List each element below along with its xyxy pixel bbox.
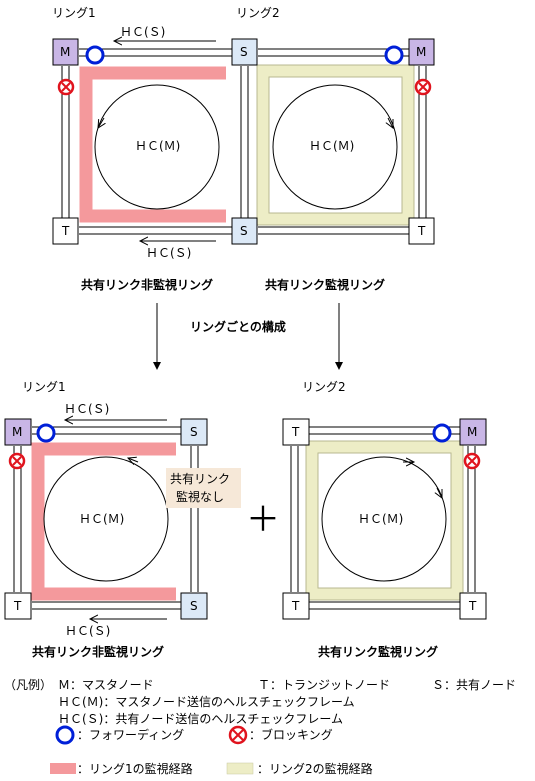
node-s-top-label: S: [240, 45, 248, 59]
legend-prefix: （凡例）: [4, 678, 53, 692]
ring2-caption-bottom: 共有リンク監視リング: [318, 645, 439, 659]
ring1-title-top: リング1: [52, 6, 96, 20]
top-ring-links: [61, 48, 427, 235]
blocking-port-icon: [8, 452, 26, 470]
hc-m-circle-ring1: [94, 84, 220, 210]
node-shared-top: [231, 38, 258, 66]
ring2-monitoring-path-top: [257, 65, 414, 225]
ring2-monitoring-path-bottom: [306, 441, 463, 600]
legend-forwarding: ：フォワーディング: [77, 728, 185, 742]
no-monitor-note-line1: 共有リンク: [170, 472, 231, 486]
node-m2-label: M: [416, 45, 427, 59]
node-s-bottom-label: S: [190, 599, 198, 613]
no-monitor-note-bg: [166, 468, 241, 508]
blocking-legend-icon: [228, 725, 248, 745]
node-transit-bottom-left: [282, 592, 310, 620]
hc-s-label-bottom-bottomleft: ＨＣ(Ｓ): [65, 624, 111, 638]
legend-t-def: Ｔ：トランジットノード: [258, 678, 391, 692]
node-transit-top: [282, 418, 310, 446]
node-t-bl-label: T: [292, 599, 300, 613]
ring2-title-bottom: リング2: [302, 380, 346, 394]
no-monitor-note-line2: 監視なし: [176, 490, 225, 504]
forwarding-port-icon: [85, 45, 105, 65]
node-transit-ring1: [52, 217, 79, 245]
blocking-port-icon: [57, 78, 75, 96]
bottom-ring2: [282, 418, 487, 620]
hc-m-label-bottomright: ＨＣ(Ｍ): [358, 512, 404, 526]
forwarding-port-icon: [384, 45, 404, 65]
node-transit-bottom-right: [459, 592, 487, 620]
legend-ring1-path: ：リング1の監視経路: [77, 762, 193, 776]
node-transit: [4, 592, 32, 620]
forwarding-legend-icon: [55, 725, 75, 745]
top-combined-ring: [52, 38, 435, 245]
node-transit-ring2: [408, 217, 435, 245]
node-shared-bottom: [180, 592, 208, 620]
split-caption: リングごとの構成: [190, 320, 286, 334]
node-master: [459, 418, 487, 446]
ring1-caption-bottom: 共有リンク非監視リング: [32, 645, 165, 659]
forwarding-port-icon: [432, 423, 452, 443]
bottom-ring1: [4, 418, 241, 620]
node-s-bottom-label: S: [240, 224, 248, 238]
node-shared-bottom: [231, 217, 258, 245]
node-t2-label: T: [418, 224, 426, 238]
hc-s-label-bottom: ＨＣ(Ｓ): [146, 246, 192, 260]
legend-blocking: ：ブロッキング: [249, 728, 333, 742]
ring1-monitoring-path-bottom: [31, 442, 176, 601]
node-s-top-label: S: [190, 425, 198, 439]
node-t1-label: T: [62, 224, 70, 238]
node-master-ring2: [408, 38, 435, 66]
ring1-caption-top: 共有リンク非監視リング: [81, 278, 214, 292]
legend: [50, 725, 254, 775]
blocking-port-icon: [463, 452, 481, 470]
legend-ring2-path: ：リング2の監視経路: [257, 762, 373, 776]
blocking-port-icon: [414, 78, 432, 96]
hc-s-label-top: ＨＣ(Ｓ): [120, 25, 166, 39]
node-t-top-label: T: [292, 425, 300, 439]
legend-m-def: Ｍ：マスタノード: [58, 678, 154, 692]
node-master: [4, 418, 32, 446]
legend-hcm-def: ＨＣ(Ｍ)：マスタノード送信のヘルスチェックフレーム: [58, 695, 355, 709]
ring1-title-bottom: リング1: [22, 380, 66, 394]
node-shared-top: [180, 418, 208, 446]
plus-sign: ＋: [246, 500, 280, 540]
node-m1-label: M: [60, 45, 71, 59]
ring2-caption-top: 共有リンク監視リング: [265, 278, 386, 292]
node-master-ring1: [52, 38, 79, 66]
ring2-title-top: リング2: [236, 6, 280, 20]
node-m-label: M: [12, 425, 23, 439]
node-t-label: T: [14, 599, 22, 613]
ring2-path-swatch: [226, 762, 254, 775]
node-t-br-label: T: [469, 599, 477, 613]
legend-hcs-def: ＨＣ(Ｓ)：共有ノード送信のヘルスチェックフレーム: [58, 712, 344, 726]
forwarding-port-icon: [36, 423, 56, 443]
hc-m-label-ring2: ＨＣ(Ｍ): [309, 139, 355, 153]
hc-m-label-bottomleft: ＨＣ(Ｍ): [79, 512, 125, 526]
hc-m-circle-ring2: [272, 84, 398, 210]
legend-s-def: Ｓ：共有ノード: [432, 678, 517, 692]
ring1-path-swatch: [50, 763, 76, 774]
hc-m-label-ring1: ＨＣ(Ｍ): [135, 139, 181, 153]
node-m-label: M: [467, 425, 478, 439]
hc-s-label-top-bottomleft: ＨＣ(Ｓ): [64, 402, 110, 416]
ring1-monitoring-path-top: [79, 66, 226, 223]
